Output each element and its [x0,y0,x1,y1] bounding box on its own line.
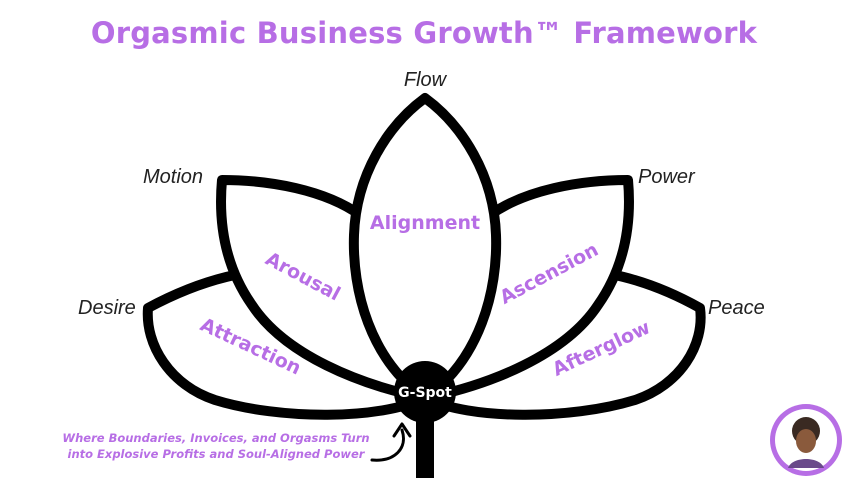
curved-arrow-icon [370,422,412,462]
tip-power: Power [638,166,696,188]
g-spot-label: G-Spot [398,385,452,401]
tagline-line-1: Where Boundaries, Invoices, and Orgasms … [62,431,370,445]
avatar-badge-icon [770,404,842,476]
petal-alignment [348,93,502,403]
tip-desire: Desire [78,297,136,319]
tip-motion: Motion [143,166,203,188]
g-spot-circle [394,361,456,423]
tagline: Where Boundaries, Invoices, and Orgasms … [56,430,376,462]
label-alignment: Alignment [370,212,480,234]
page-title: Orgasmic Business Growth™ Framework [90,16,758,50]
tip-peace: Peace [708,297,765,319]
tagline-line-2: into Explosive Profits and Soul-Aligned … [67,447,365,461]
tip-flow: Flow [404,69,448,91]
